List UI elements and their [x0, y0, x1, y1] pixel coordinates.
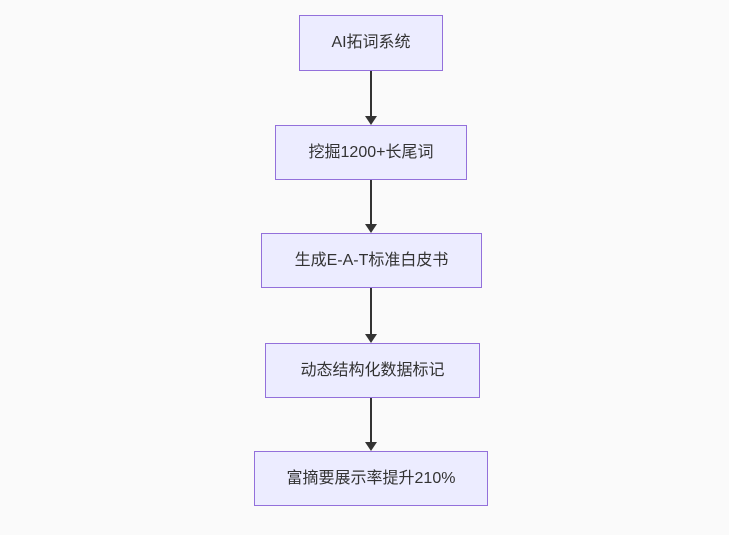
arrowhead-icon	[365, 116, 377, 125]
flowchart-node-eat-whitepaper: 生成E-A-T标准白皮书	[261, 233, 482, 288]
flowchart-node-longtail-keywords: 挖掘1200+长尾词	[275, 125, 467, 180]
arrowhead-icon	[365, 334, 377, 343]
edge-line	[370, 288, 372, 334]
node-label: AI拓词系统	[331, 34, 411, 51]
node-label: 动态结构化数据标记	[300, 361, 445, 379]
flowchart-node-structured-data-markup: 动态结构化数据标记	[265, 343, 480, 398]
flowchart-node-rich-snippet-rate: 富摘要展示率提升210%	[254, 451, 488, 506]
edge-line	[370, 71, 372, 117]
node-label: 生成E-A-T标准白皮书	[294, 251, 449, 269]
node-label: 富摘要展示率提升210%	[286, 469, 456, 487]
edge-line	[370, 180, 372, 225]
arrowhead-icon	[365, 224, 377, 233]
flowchart-node-ai-keyword-system: AI拓词系统	[299, 15, 443, 71]
arrowhead-icon	[365, 442, 377, 451]
node-label: 挖掘1200+长尾词	[308, 143, 434, 161]
edge-line	[370, 398, 372, 443]
